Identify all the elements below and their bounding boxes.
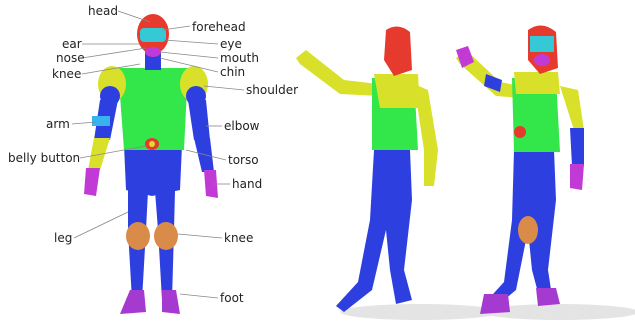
shadow bbox=[340, 304, 500, 320]
side-figure-fine bbox=[456, 25, 635, 320]
label-forehead: forehead bbox=[192, 20, 246, 34]
torso bbox=[118, 68, 188, 150]
right-forearm bbox=[194, 138, 214, 172]
label-elbow: elbow bbox=[224, 119, 260, 133]
left-forearm bbox=[88, 138, 110, 170]
label-hand: hand bbox=[232, 177, 262, 191]
label-torso: torso bbox=[228, 153, 259, 167]
label-leg: leg bbox=[54, 231, 72, 245]
label-ear: ear bbox=[62, 37, 82, 51]
pelvis bbox=[124, 145, 182, 196]
label-chin: chin bbox=[220, 65, 245, 79]
right-knee bbox=[154, 222, 178, 250]
label-eye: eye bbox=[220, 37, 242, 51]
legs bbox=[336, 150, 412, 312]
label-foot: foot bbox=[220, 291, 244, 305]
label-shoulder: shoulder bbox=[246, 83, 298, 97]
label-knee-left: knee bbox=[52, 67, 81, 81]
label-arm: arm bbox=[46, 117, 70, 131]
chin bbox=[145, 47, 161, 57]
left-hand bbox=[84, 168, 100, 196]
left-knee bbox=[126, 222, 150, 250]
front-figure bbox=[84, 14, 218, 314]
label-head: head bbox=[88, 4, 118, 18]
label-belly-button: belly button bbox=[8, 151, 80, 165]
label-knee-right: knee bbox=[224, 231, 253, 245]
left-foot bbox=[120, 290, 146, 314]
raised-arm bbox=[296, 50, 380, 96]
right-upper-arm bbox=[188, 100, 210, 140]
label-nose: nose bbox=[56, 51, 85, 65]
head-side bbox=[384, 26, 412, 76]
right-foot bbox=[162, 290, 180, 314]
label-mouth: mouth bbox=[220, 51, 259, 65]
